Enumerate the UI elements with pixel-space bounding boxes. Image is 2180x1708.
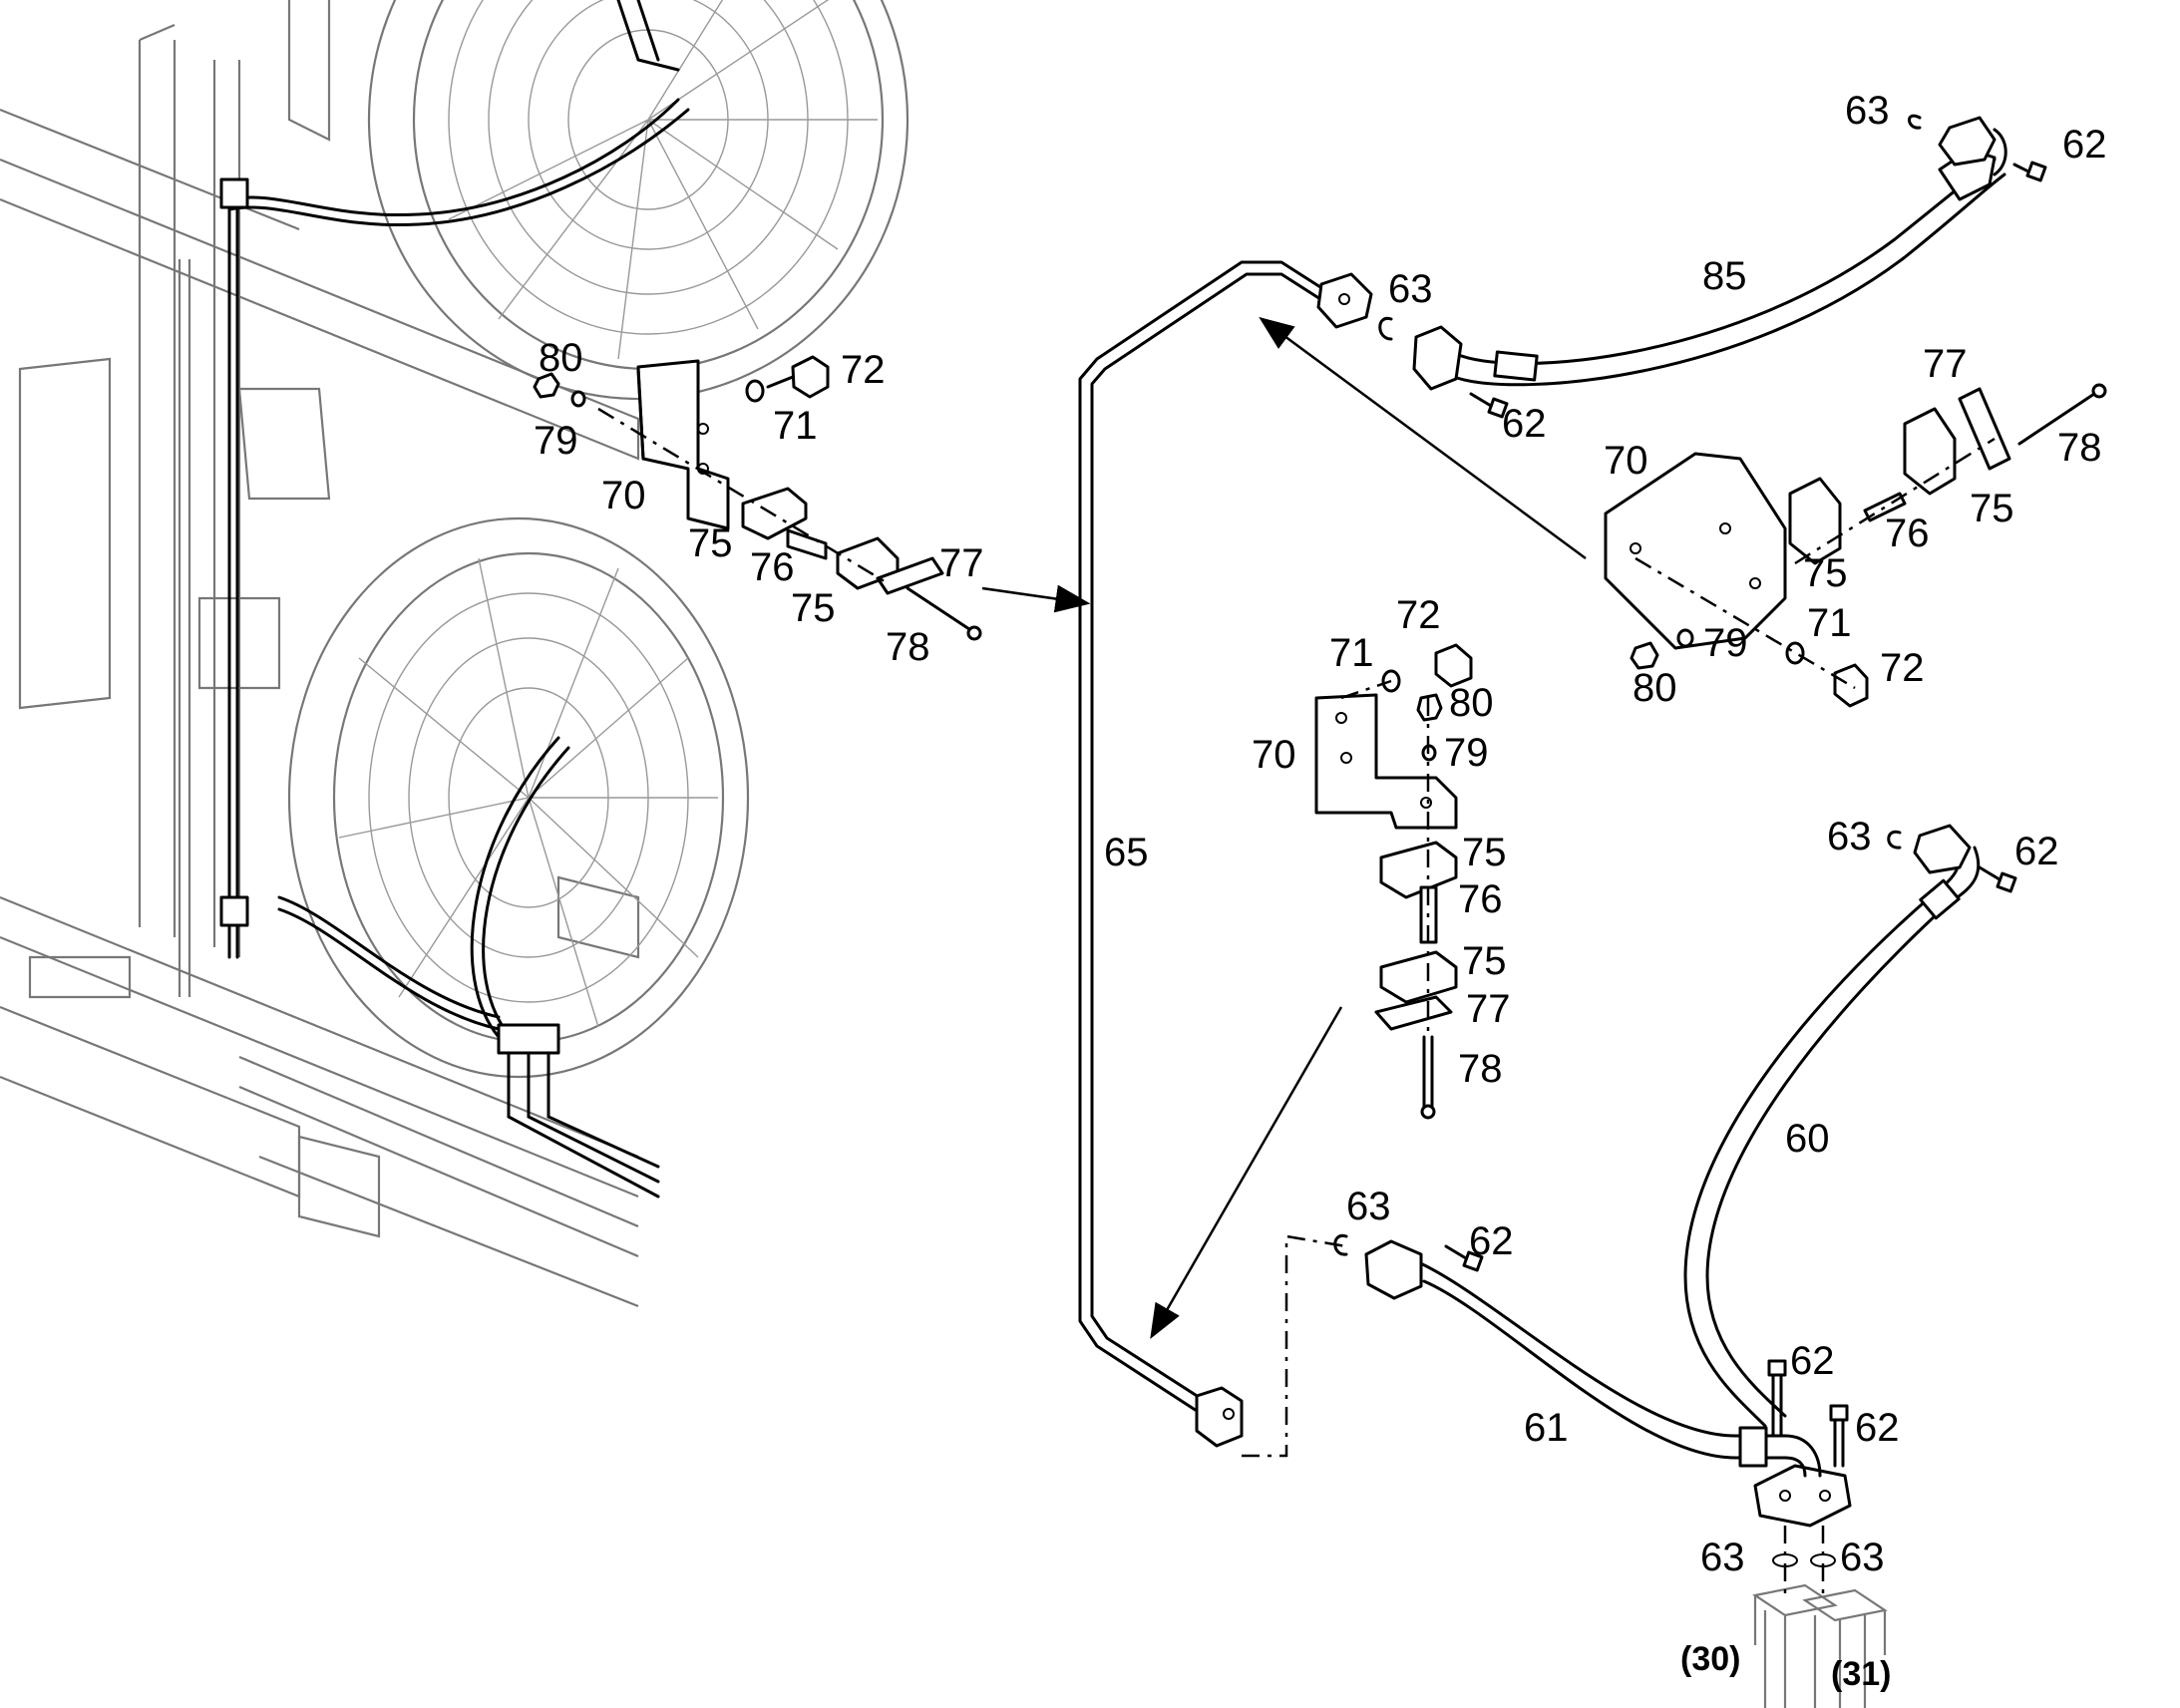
label-71: 71 [773, 404, 818, 448]
label-75: 75 [1462, 939, 1507, 983]
label-63: 63 [1700, 1536, 1745, 1579]
lower-fan [287, 516, 750, 1079]
label-78: 78 [2057, 426, 2102, 470]
label-75: 75 [688, 521, 733, 565]
label-76: 76 [750, 545, 795, 589]
tube-65 [1078, 260, 1373, 1448]
label-72: 72 [1396, 593, 1441, 637]
label-78: 78 [1458, 1047, 1503, 1091]
part-labels: 63 62 85 63 62 80 79 70 72 71 75 76 75 7… [534, 89, 2107, 1693]
cylinders-30-31 [1752, 1583, 1888, 1708]
label-70: 70 [1252, 733, 1296, 777]
label-75: 75 [1970, 487, 2014, 530]
label-80: 80 [1633, 666, 1677, 710]
label-63: 63 [1388, 267, 1433, 311]
label-62: 62 [1502, 402, 1547, 446]
label-80: 80 [539, 336, 583, 380]
label-79: 79 [1703, 621, 1748, 665]
label-62: 62 [2014, 830, 2059, 873]
fittings-62-63 [1333, 114, 2047, 1595]
connection-line-65-61 [1242, 1234, 1347, 1458]
label-62: 62 [1855, 1406, 1900, 1450]
label-77: 77 [1466, 987, 1511, 1031]
machine-frame-background [0, 0, 909, 1308]
label-75: 75 [791, 586, 836, 630]
label-76: 76 [1458, 877, 1503, 921]
label-63: 63 [1827, 815, 1872, 858]
label-79: 79 [534, 419, 578, 463]
label-72: 72 [1880, 646, 1925, 690]
clamp-assembly-upper-left [533, 355, 982, 641]
hose-85 [1412, 116, 2007, 391]
label-78: 78 [886, 625, 930, 669]
label-77: 77 [1923, 342, 1968, 386]
hose-61 [1364, 1239, 1852, 1528]
label-62: 62 [2062, 123, 2107, 167]
label-71: 71 [1329, 631, 1374, 675]
reference-31: (31) [1831, 1655, 1891, 1693]
label-63: 63 [1346, 1185, 1391, 1228]
label-75: 75 [1462, 831, 1507, 874]
label-79: 79 [1444, 731, 1489, 775]
label-80: 80 [1449, 681, 1494, 725]
clamp-assembly-middle [1314, 643, 1473, 1120]
label-85: 85 [1702, 254, 1747, 298]
clamp-assembly-right [1604, 383, 2107, 708]
label-76: 76 [1885, 512, 1930, 555]
label-63: 63 [1840, 1536, 1885, 1579]
label-63: 63 [1845, 89, 1890, 133]
label-62: 62 [1469, 1219, 1514, 1263]
label-65: 65 [1104, 831, 1149, 874]
hose-60 [1683, 824, 1981, 1428]
label-60: 60 [1785, 1117, 1830, 1161]
label-72: 72 [841, 348, 886, 392]
label-70: 70 [601, 474, 646, 517]
pointer-arrows [981, 316, 1587, 1340]
label-71: 71 [1807, 601, 1852, 645]
label-61: 61 [1524, 1406, 1569, 1450]
reference-30: (30) [1680, 1640, 1740, 1678]
label-75: 75 [1803, 551, 1848, 595]
label-77: 77 [939, 541, 984, 585]
label-70: 70 [1604, 439, 1648, 483]
label-62: 62 [1790, 1339, 1835, 1383]
